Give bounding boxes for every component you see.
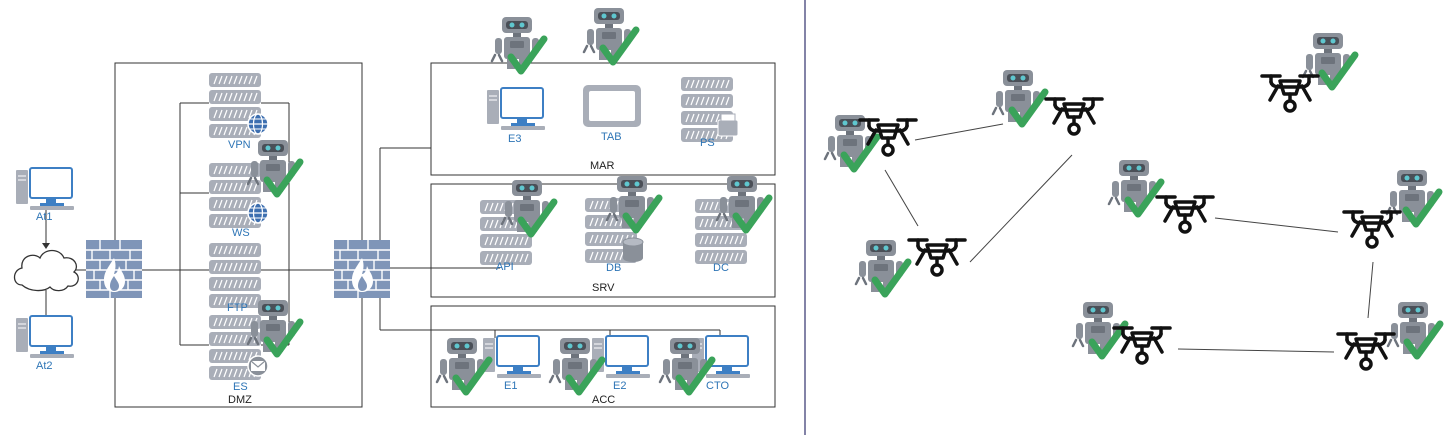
pc-e1-icon [482, 335, 542, 379]
robot-drone-3-icon [1303, 33, 1355, 87]
zone-mar-label: MAR [590, 160, 615, 172]
zone-srv-box [430, 183, 776, 298]
drone-2-icon [1044, 97, 1104, 136]
drone-5-icon [1155, 195, 1215, 234]
host-api-label: API [496, 261, 514, 273]
robot-e1-icon [437, 338, 489, 392]
pc-e3-icon [486, 87, 546, 131]
robot-tab-icon [584, 8, 636, 62]
database-icon [622, 237, 644, 262]
robot-drone-8-icon [1388, 302, 1440, 356]
robot-drone-6-icon [1387, 170, 1439, 224]
robot-drone-2-icon [993, 70, 1045, 124]
attacker-at1-pc-icon [15, 167, 75, 211]
zone-dmz-box [114, 62, 363, 408]
drone-7-icon [1112, 326, 1172, 365]
attacker-at2-pc-icon [15, 315, 75, 359]
drone-4-icon [907, 238, 967, 277]
zone-dmz-label: DMZ [228, 394, 252, 406]
host-tab-label: TAB [601, 131, 622, 143]
host-vpn-label: VPN [228, 139, 251, 151]
host-ftp-label: FTP [227, 302, 248, 314]
internet-cloud-icon [13, 249, 79, 292]
attacker-at1-label: At1 [36, 211, 53, 223]
drone-links [884, 123, 1374, 353]
zone-mar-box [430, 62, 776, 176]
printer-icon [717, 113, 739, 137]
drone-8-icon [1336, 332, 1396, 371]
tablet-tab-icon [583, 85, 641, 127]
firewall-outer-icon [85, 239, 143, 299]
drone-3-icon [1260, 74, 1320, 113]
robot-cto-icon [660, 338, 712, 392]
network-links [45, 102, 721, 407]
host-e1-label: E1 [504, 380, 518, 392]
host-dc-label: DC [713, 262, 729, 274]
attacker-at2-label: At2 [36, 360, 53, 372]
host-ws-label: WS [232, 227, 250, 239]
zone-acc-label: ACC [592, 394, 616, 406]
host-ps-label: PS [700, 137, 715, 149]
host-cto-label: CTO [706, 380, 730, 392]
robot-drone-5-icon [1109, 160, 1161, 214]
host-db-label: DB [606, 262, 622, 274]
robot-drone-4-icon [856, 240, 908, 294]
globe-icon [247, 113, 269, 135]
host-es-label: ES [233, 381, 248, 393]
zone-acc-box [430, 305, 776, 408]
mail-icon [247, 355, 269, 377]
drone-6-icon [1342, 210, 1402, 249]
server-ftp-icon [208, 242, 262, 309]
host-e3-label: E3 [508, 133, 522, 145]
globe-icon [247, 202, 269, 224]
zone-srv-label: SRV [592, 282, 615, 294]
firewall-inner-icon [333, 239, 391, 299]
host-e2-label: E2 [613, 380, 627, 392]
